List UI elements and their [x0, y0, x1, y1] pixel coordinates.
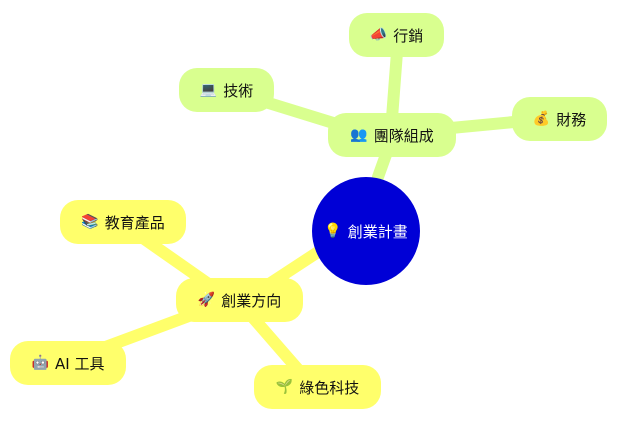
- books-icon: 📚: [81, 214, 99, 230]
- ai-node[interactable]: 🤖 AI 工具: [10, 341, 126, 385]
- education-node[interactable]: 📚 教育產品: [60, 200, 186, 244]
- edge-direction-green: [242, 306, 308, 380]
- seedling-icon: 🌱: [275, 379, 294, 395]
- money-bag-icon: 💰: [532, 111, 551, 127]
- marketing-label: 行銷: [393, 26, 424, 45]
- tech-label: 技術: [223, 81, 254, 100]
- ai-label: AI 工具: [54, 354, 105, 373]
- education-label: 教育產品: [104, 213, 165, 232]
- robot-icon: 🤖: [31, 355, 49, 371]
- rocket-icon: 🚀: [197, 292, 216, 308]
- green-tech-node[interactable]: 🌱 綠色科技: [254, 365, 381, 409]
- lightbulb-icon: 💡: [324, 223, 342, 239]
- finance-label: 財務: [556, 110, 587, 129]
- finance-node[interactable]: 💰 財務: [512, 97, 607, 141]
- green-tech-label: 綠色科技: [299, 378, 360, 397]
- team-hub-node[interactable]: 👥 團隊組成: [328, 113, 456, 157]
- marketing-node[interactable]: 📣 行銷: [349, 13, 444, 57]
- team-hub-label: 團隊組成: [373, 126, 434, 145]
- edge-team-marketing: [386, 46, 403, 124]
- direction-hub-node[interactable]: 🚀 創業方向: [176, 278, 303, 322]
- center-node[interactable]: 💡 創業計畫: [312, 177, 420, 285]
- megaphone-icon: 📣: [369, 27, 388, 43]
- center-node-label: 創業計畫: [347, 222, 408, 241]
- people-icon: 👥: [350, 127, 368, 143]
- tech-node[interactable]: 💻 技術: [179, 68, 274, 112]
- laptop-icon: 💻: [199, 82, 218, 98]
- direction-hub-label: 創業方向: [221, 291, 282, 310]
